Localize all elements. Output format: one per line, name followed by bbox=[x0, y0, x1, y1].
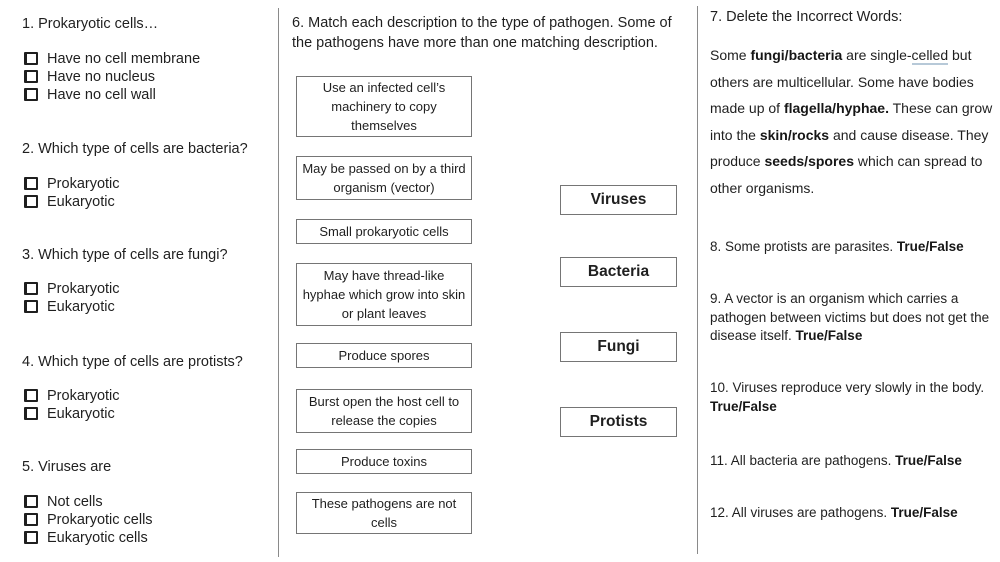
description-box[interactable]: Produce toxins bbox=[296, 449, 472, 474]
text-segment: Some bbox=[710, 47, 751, 63]
question-1-options: Have no cell membrane Have no nucleus Ha… bbox=[24, 51, 200, 105]
text-segment: but others are multicellular. Some have … bbox=[710, 47, 974, 117]
true-false-choice[interactable]: True/False bbox=[890, 505, 958, 520]
question-5-title: 5. Viruses are bbox=[22, 459, 112, 475]
question-6-title: 6. Match each description to the type of… bbox=[292, 15, 672, 51]
checkbox-icon[interactable] bbox=[24, 88, 38, 101]
text-segment: These can grow into the bbox=[710, 100, 993, 143]
question-4-options: Prokaryotic Eukaryotic bbox=[24, 388, 120, 424]
option-row: Prokaryotic bbox=[24, 175, 120, 192]
option-row: Have no cell wall bbox=[24, 86, 200, 103]
bold-word-choice: skin/rocks bbox=[759, 126, 830, 143]
option-row: Prokaryotic cells bbox=[24, 511, 153, 528]
question-4-title: 4. Which type of cells are protists? bbox=[22, 354, 243, 370]
description-box[interactable]: Small prokaryotic cells bbox=[296, 219, 472, 244]
question-2-title: 2. Which type of cells are bacteria? bbox=[22, 141, 248, 157]
description-box[interactable]: Use an infected cell’s machinery to copy… bbox=[296, 76, 472, 137]
spellcheck-underlined-word: celled bbox=[911, 47, 949, 65]
checkbox-icon[interactable] bbox=[24, 52, 38, 65]
checkbox-icon[interactable] bbox=[24, 495, 38, 508]
checkbox-icon[interactable] bbox=[24, 300, 38, 313]
description-box[interactable]: These pathogens are not cells bbox=[296, 492, 472, 534]
option-row: Not cells bbox=[24, 493, 153, 510]
option-label: Not cells bbox=[47, 493, 103, 510]
question-3-title: 3. Which type of cells are fungi? bbox=[22, 247, 228, 263]
question-5-options: Not cells Prokaryotic cells Eukaryotic c… bbox=[24, 494, 153, 548]
checkbox-icon[interactable] bbox=[24, 282, 38, 295]
option-label: Have no cell wall bbox=[47, 86, 156, 103]
option-label: Prokaryotic bbox=[47, 387, 120, 404]
option-label: Prokaryotic cells bbox=[47, 511, 153, 528]
true-false-choice[interactable]: True/False bbox=[895, 453, 962, 468]
option-label: Have no cell membrane bbox=[47, 50, 201, 67]
option-row: Prokaryotic bbox=[24, 280, 120, 297]
question-11: 11. All bacteria are pathogens. True/Fal… bbox=[710, 452, 1000, 471]
question-text: 9. A vector is an organism which carries… bbox=[710, 291, 990, 343]
option-row: Prokaryotic bbox=[24, 387, 120, 404]
question-9: 9. A vector is an organism which carries… bbox=[710, 290, 1000, 346]
checkbox-icon[interactable] bbox=[24, 195, 38, 208]
question-3-options: Prokaryotic Eukaryotic bbox=[24, 281, 120, 317]
question-2-options: Prokaryotic Eukaryotic bbox=[24, 176, 120, 212]
question-text: 12. All viruses are pathogens. bbox=[710, 505, 891, 520]
option-row: Eukaryotic bbox=[24, 298, 120, 315]
description-box[interactable]: Burst open the host cell to release the … bbox=[296, 389, 472, 433]
bold-word-choice: flagella/hyphae. bbox=[783, 100, 889, 117]
pathogen-box-fungi[interactable]: Fungi bbox=[560, 332, 677, 362]
true-false-choice[interactable]: True/False bbox=[795, 328, 863, 343]
pathogen-box-protists[interactable]: Protists bbox=[560, 407, 677, 437]
option-row: Eukaryotic cells bbox=[24, 529, 153, 546]
true-false-choice[interactable]: True/False bbox=[710, 398, 777, 414]
checkbox-icon[interactable] bbox=[24, 389, 38, 402]
option-label: Eukaryotic cells bbox=[47, 529, 148, 546]
option-label: Eukaryotic bbox=[47, 193, 115, 210]
option-label: Prokaryotic bbox=[47, 175, 120, 192]
option-label: Eukaryotic bbox=[47, 405, 115, 422]
option-row: Eukaryotic bbox=[24, 405, 120, 422]
question-7-title: 7. Delete the Incorrect Words: bbox=[710, 9, 903, 25]
checkbox-icon[interactable] bbox=[24, 531, 38, 544]
text-segment: and cause disease. They produce bbox=[710, 126, 989, 170]
option-row: Have no nucleus bbox=[24, 68, 200, 85]
option-row: Eukaryotic bbox=[24, 193, 120, 210]
option-row: Have no cell membrane bbox=[24, 50, 201, 67]
description-box[interactable]: May be passed on by a third organism (ve… bbox=[296, 156, 472, 200]
checkbox-icon[interactable] bbox=[24, 70, 38, 83]
question-text: 8. Some protists are parasites. bbox=[710, 239, 897, 254]
question-text: 11. All bacteria are pathogens. bbox=[710, 453, 896, 468]
description-box[interactable]: Produce spores bbox=[296, 343, 472, 368]
question-10: 10. Viruses reproduce very slowly in the… bbox=[710, 379, 1000, 416]
question-7-paragraph: Some fungi/bacteria are single-celled bu… bbox=[710, 42, 1000, 202]
checkbox-icon[interactable] bbox=[24, 407, 38, 420]
question-12: 12. All viruses are pathogens. True/Fals… bbox=[710, 504, 1000, 523]
checkbox-icon[interactable] bbox=[24, 513, 38, 526]
pathogen-box-viruses[interactable]: Viruses bbox=[560, 185, 677, 215]
true-false-choice[interactable]: True/False bbox=[896, 239, 964, 254]
bold-word-choice: seeds/spores bbox=[764, 153, 854, 170]
description-box[interactable]: May have thread-like hyphae which grow i… bbox=[296, 263, 472, 326]
option-label: Prokaryotic bbox=[47, 280, 120, 297]
pathogen-box-bacteria[interactable]: Bacteria bbox=[560, 257, 677, 287]
option-label: Have no nucleus bbox=[47, 68, 156, 85]
column-divider-left bbox=[278, 8, 279, 557]
text-segment: are single- bbox=[842, 47, 912, 63]
checkbox-icon[interactable] bbox=[24, 177, 38, 190]
text-segment: which can spread to other organisms. bbox=[710, 153, 983, 196]
option-label: Eukaryotic bbox=[47, 298, 115, 315]
question-1-title: 1. Prokaryotic cells… bbox=[22, 16, 159, 32]
question-text: 10. Viruses reproduce very slowly in the… bbox=[710, 380, 985, 395]
column-divider-right bbox=[697, 6, 698, 554]
bold-word-choice: fungi/bacteria bbox=[750, 47, 843, 63]
question-8: 8. Some protists are parasites. True/Fal… bbox=[710, 238, 1000, 257]
